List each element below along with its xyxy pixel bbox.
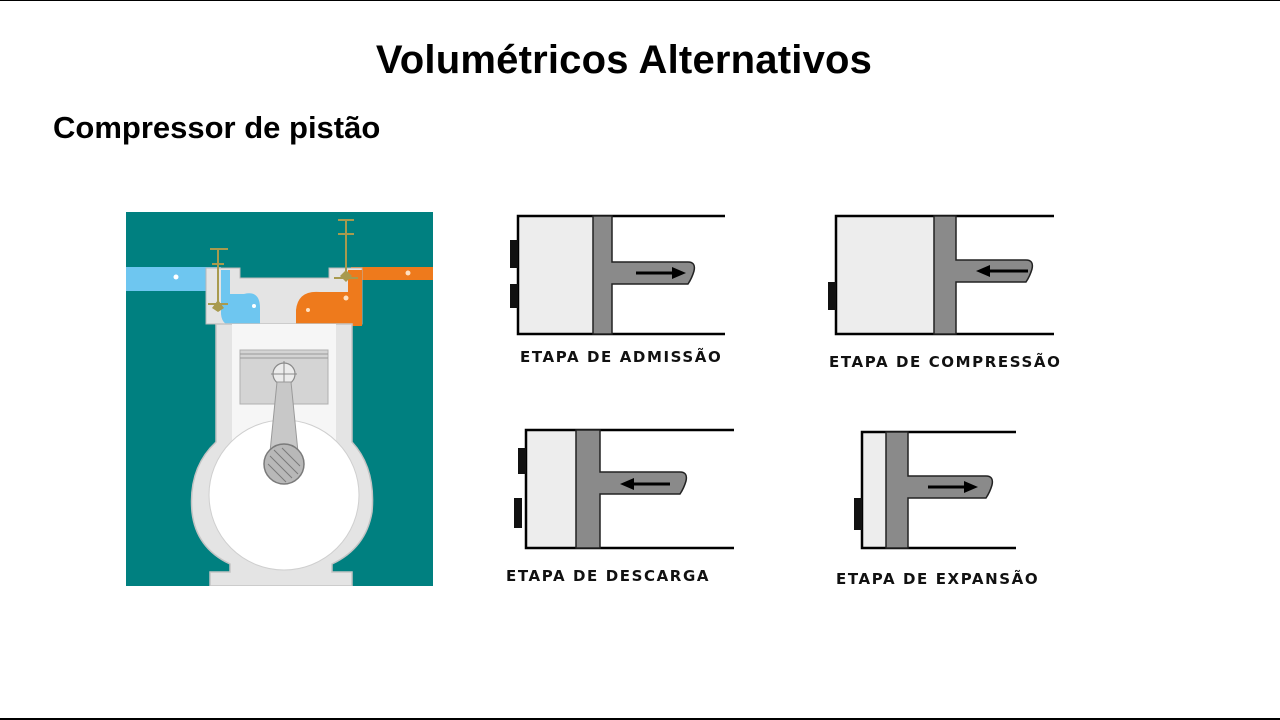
cylinder-head-block (828, 282, 836, 310)
piston-shape (575, 429, 688, 549)
slide-bottom-border (0, 718, 1280, 720)
piston-arrow-right (928, 481, 978, 493)
slide-top-border (0, 0, 1280, 1)
stage-label: ETAPA DE COMPRESSÃO (829, 353, 1062, 371)
slide-subtitle: Compressor de pistão (53, 110, 381, 145)
stage-discharge-diagram (508, 426, 738, 554)
cylinder-head-block (510, 240, 518, 268)
piston-shape (592, 215, 696, 335)
stage-label: ETAPA DE DESCARGA (506, 567, 711, 585)
cylinder-head-block (854, 498, 862, 530)
piston-arrow-left (976, 265, 1028, 277)
intake-pipe (126, 267, 221, 291)
cylinder-head-block (518, 448, 526, 474)
cylinder-outline (516, 214, 725, 336)
stage-admission-diagram (500, 212, 730, 340)
cylinder-outline (860, 430, 1016, 550)
piston-arrow-right (636, 267, 686, 279)
stage-expansion-diagram (850, 428, 1020, 554)
discharge-valve (334, 219, 358, 279)
piston-compressor-cross-section (126, 212, 433, 587)
stage-label: ETAPA DE ADMISSÃO (520, 348, 723, 366)
crankshaft (263, 443, 305, 485)
discharge-passage (296, 270, 362, 326)
discharge-pipe (351, 267, 433, 280)
stage-compression-diagram (826, 212, 1056, 340)
intake-valve (208, 248, 228, 305)
piston-shape (933, 215, 1034, 335)
cylinder-outline (524, 428, 734, 550)
intake-passage (221, 270, 260, 326)
piston-arrow-left (620, 478, 670, 490)
piston-shape (885, 431, 994, 549)
slide-title: Volumétricos Alternativos (375, 38, 873, 82)
stage-label: ETAPA DE EXPANSÃO (836, 570, 1040, 588)
